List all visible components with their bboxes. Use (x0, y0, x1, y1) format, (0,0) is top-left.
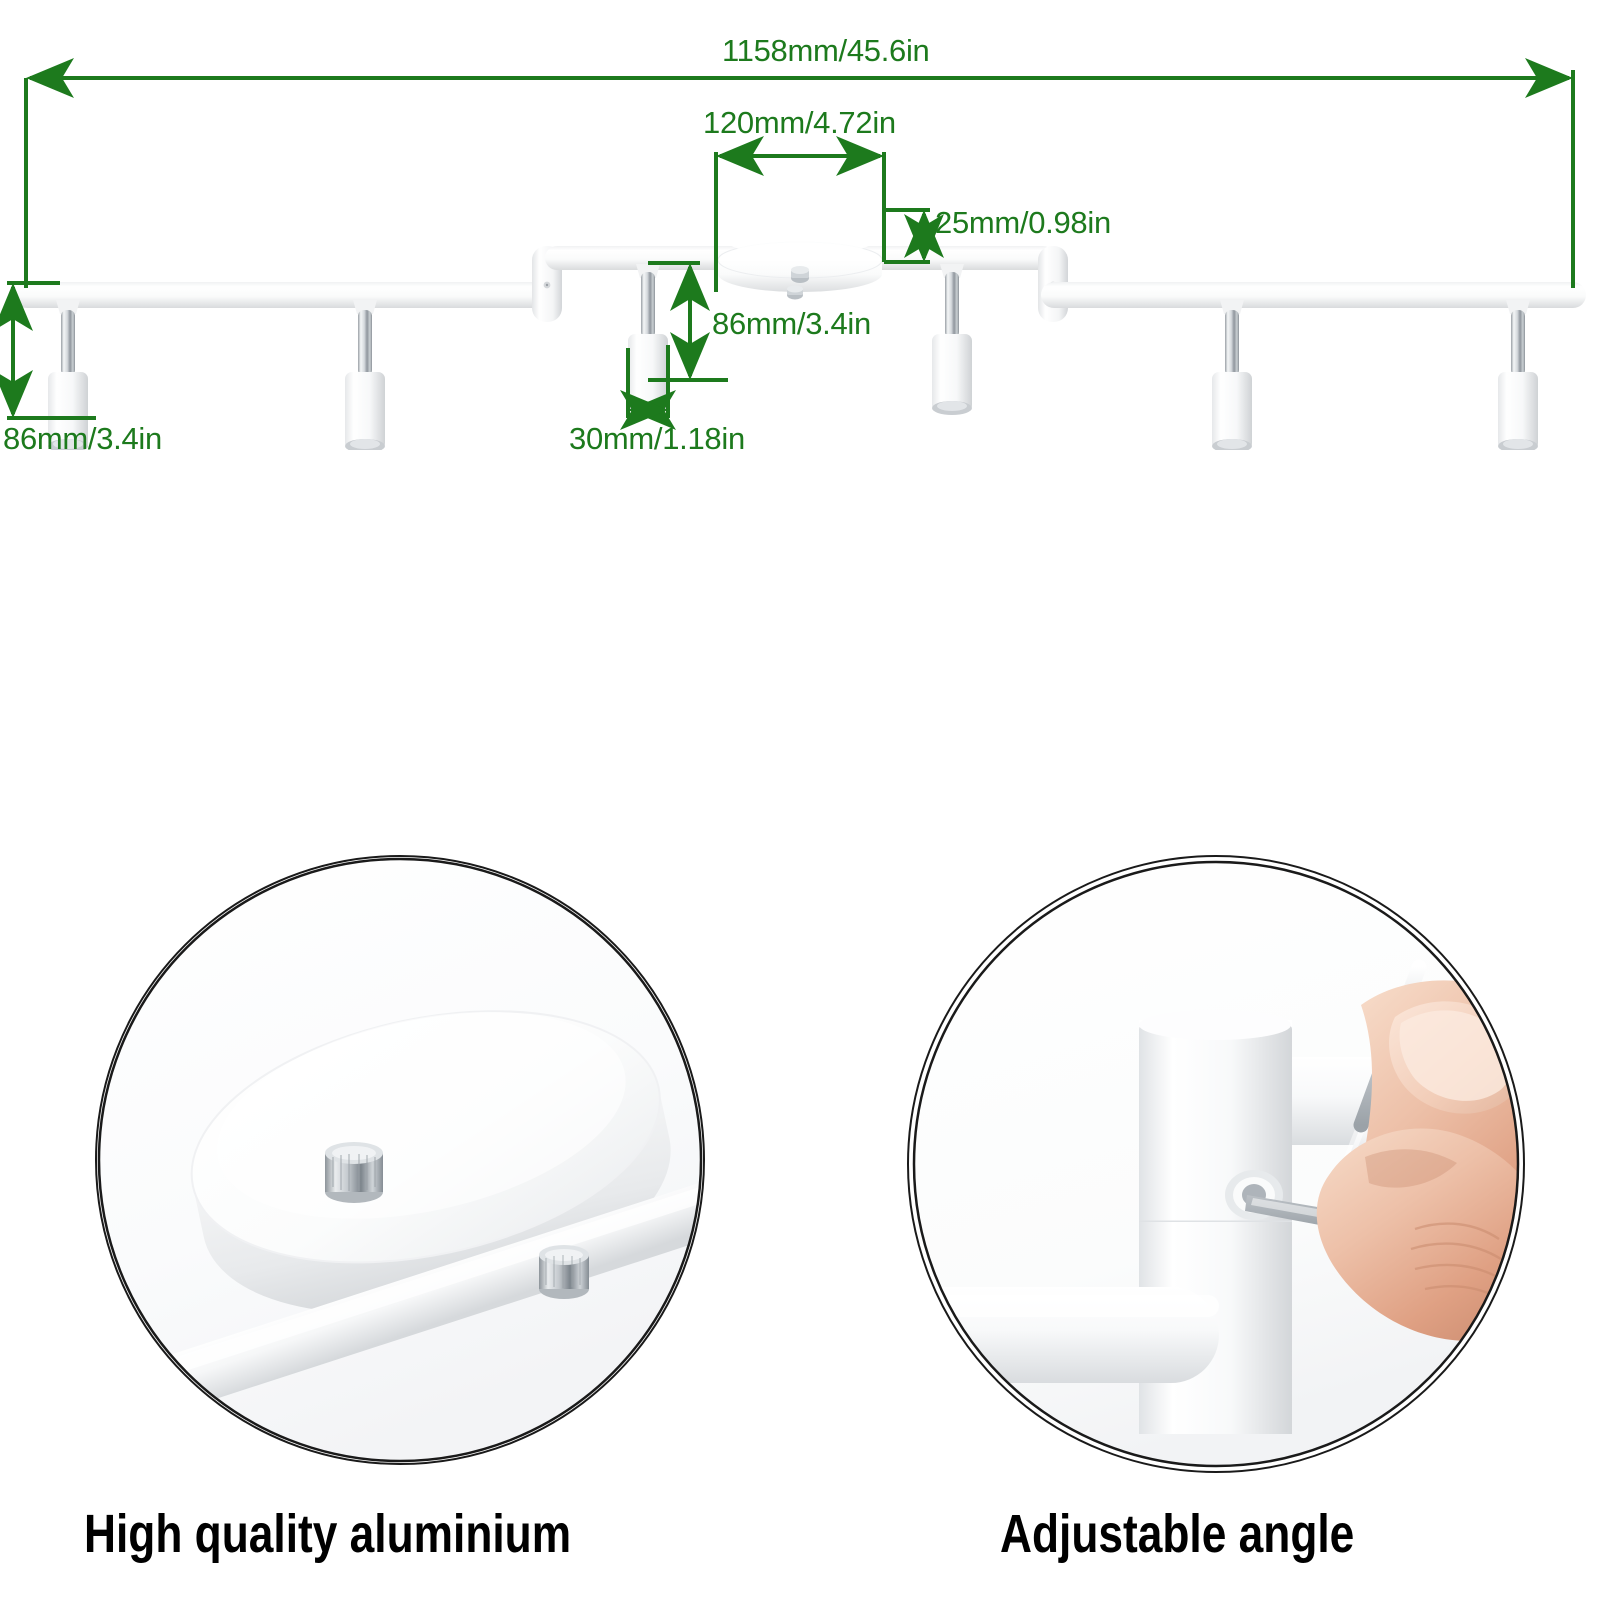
detail-circle-adjustable (907, 855, 1525, 1473)
dim-label-canopy-height: 25mm/0.98in (935, 205, 1111, 240)
dim-head-drop-left (0, 281, 96, 420)
dim-head-drop-centre (648, 261, 728, 382)
canopy-screw-upper (791, 266, 809, 283)
joint-adjust-art (912, 860, 1520, 1468)
spotlight-head-5 (1212, 300, 1252, 450)
caption-aluminium: High quality aluminium (84, 1504, 572, 1564)
dimension-lines (0, 58, 1575, 430)
spotlight-head-4 (932, 264, 972, 415)
dim-label-head-drop-centre: 86mm/3.4in (712, 306, 871, 341)
track-light-illustration (14, 229, 1586, 450)
spotlight-head-1 (48, 300, 88, 450)
knurled-screw-upper (325, 1142, 383, 1203)
dim-label-canopy-diameter: 120mm/4.72in (703, 105, 896, 140)
ceiling-canopy (717, 229, 883, 300)
dim-head-diameter (620, 345, 676, 430)
spotlight-head-2 (345, 300, 385, 450)
dim-overall-length (24, 58, 1575, 288)
knurled-screw-lower (539, 1245, 589, 1299)
canopy-screw-lower (787, 285, 803, 300)
caption-adjustable: Adjustable angle (1000, 1504, 1355, 1564)
track-bar-left-lower (14, 282, 559, 308)
dim-label-head-drop-left: 86mm/3.4in (3, 421, 162, 456)
spotlight-head-6 (1498, 300, 1538, 450)
detail-circle-aluminium (95, 855, 705, 1465)
dim-label-overall-length: 1158mm/45.6in (722, 33, 930, 68)
dim-canopy-height (884, 208, 944, 264)
canopy-closeup-art (97, 857, 703, 1463)
dim-label-head-diameter: 30mm/1.18in (569, 421, 745, 456)
track-bar-right-lower (1041, 282, 1586, 308)
dim-canopy-diameter (714, 136, 886, 292)
